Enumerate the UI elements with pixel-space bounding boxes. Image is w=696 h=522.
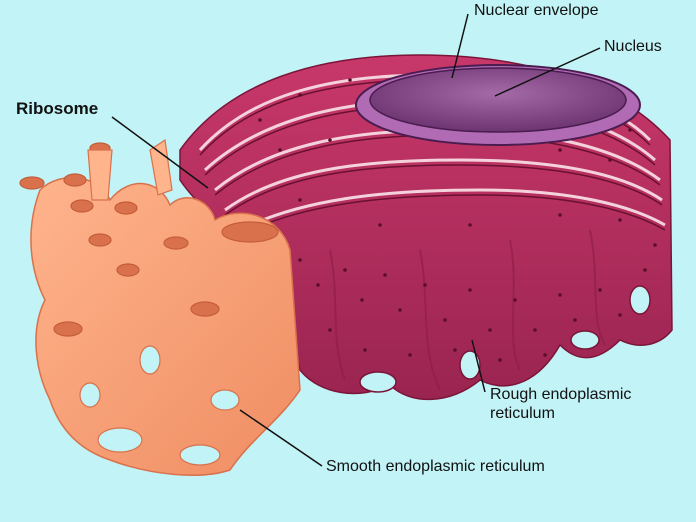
leader-ribosome (111, 116, 209, 189)
leader-lines (111, 13, 601, 467)
leader-nucleus (494, 47, 601, 97)
label-nuclear-envelope: Nuclear envelope (474, 2, 599, 19)
label-rough-er-line2: reticulum (490, 405, 555, 422)
leader-nuclear-envelope (451, 13, 469, 79)
label-rough-er-line1: Rough endoplasmic (490, 386, 632, 403)
smooth-er (19, 138, 301, 476)
label-smooth-er: Smooth endoplasmic reticulum (326, 458, 545, 475)
label-ribosome: Ribosome (16, 99, 99, 118)
nucleus (355, 64, 641, 146)
leader-smooth-er (239, 409, 323, 467)
leader-rough-er (471, 339, 486, 393)
label-nucleus: Nucleus (604, 38, 662, 55)
